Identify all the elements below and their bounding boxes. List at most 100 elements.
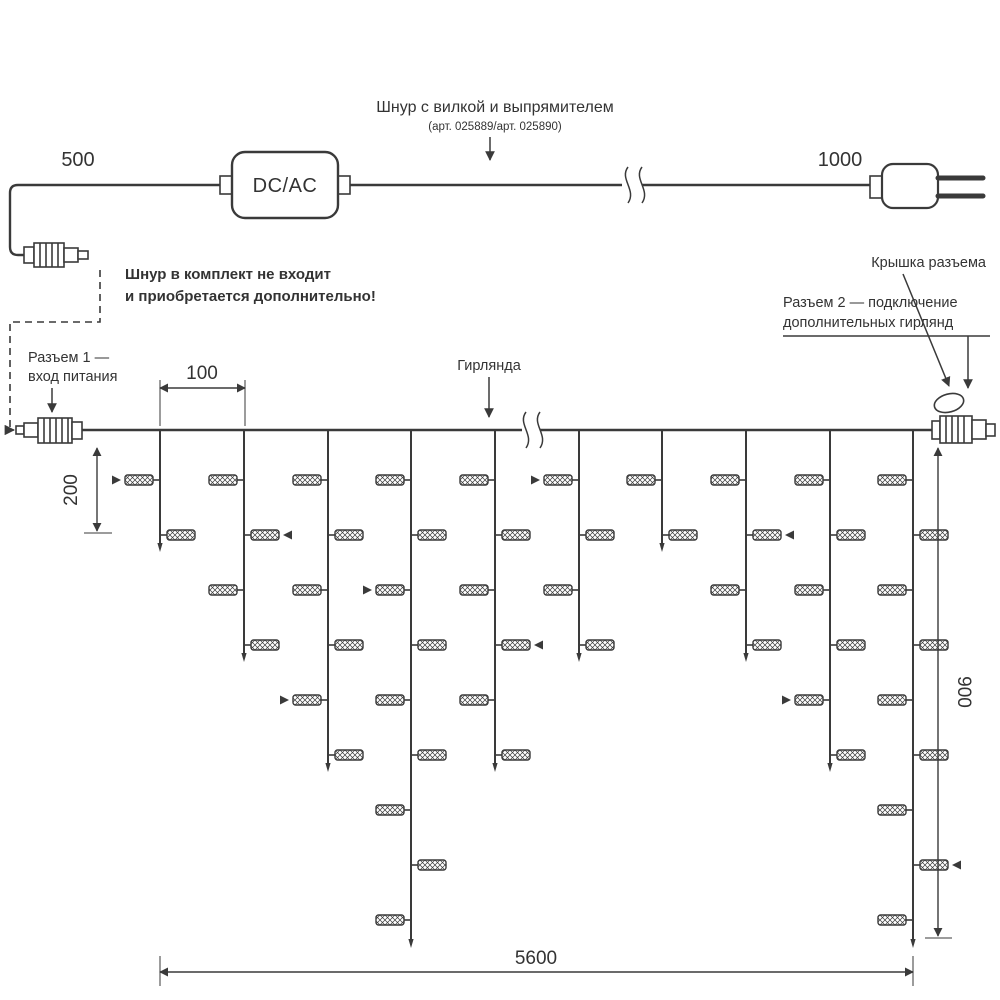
connector1-label-line1: Разъем 1 —: [28, 350, 110, 366]
lamp-icon: [626, 474, 656, 486]
lamp-icon: [334, 749, 364, 761]
flash-marker-icon: [280, 695, 289, 705]
lamp-icon: [375, 584, 405, 596]
wire-break-icon: [522, 411, 544, 449]
lamp-icon: [919, 749, 949, 761]
lamp-icon: [794, 694, 824, 706]
lamp-icon: [543, 584, 573, 596]
garland-drop: [208, 430, 292, 662]
connector1-label-line2: вход питания: [28, 369, 117, 385]
dim-200-label: 200: [61, 474, 82, 506]
cord-article: (арт. 025889/арт. 025890): [428, 121, 562, 133]
dim-1000-label: 1000: [818, 149, 863, 171]
lamp-icon: [501, 639, 531, 651]
lamp-icon: [836, 639, 866, 651]
lamp-icon: [501, 749, 531, 761]
lamp-icon: [250, 529, 280, 541]
lamp-icon: [501, 529, 531, 541]
flash-marker-icon: [785, 530, 794, 540]
garland-drop: [782, 430, 866, 772]
lamp-icon: [877, 914, 907, 926]
lamp-icon: [919, 859, 949, 871]
lamp-icon: [375, 474, 405, 486]
dim-100-label: 100: [186, 363, 218, 384]
lamp-icon: [919, 529, 949, 541]
lamp-icon: [877, 804, 907, 816]
lamp-icon: [375, 694, 405, 706]
lamp-icon: [208, 474, 238, 486]
lamp-icon: [877, 694, 907, 706]
garland-drop: [710, 430, 794, 662]
cable-break-icon: [624, 166, 646, 204]
drop-tip-icon: [157, 543, 163, 552]
lamp-icon: [877, 474, 907, 486]
lamp-icon: [585, 529, 615, 541]
dim-900-label: 900: [953, 676, 974, 708]
lamp-icon: [668, 529, 698, 541]
flash-marker-icon: [531, 475, 540, 485]
connector2-label-line2: дополнительных гирлянд: [783, 315, 954, 331]
garland-drop: [280, 430, 364, 772]
lamp-icon: [459, 694, 489, 706]
connector1-icon: [15, 417, 83, 444]
lamp-icon: [836, 749, 866, 761]
lamp-icon: [543, 474, 573, 486]
lamp-icon: [459, 584, 489, 596]
drop-tip-icon: [910, 939, 916, 948]
cap-arrow-icon: [902, 273, 951, 387]
lamp-icon: [292, 584, 322, 596]
cord-title: Шнур с вилкой и выпрямителем: [376, 99, 613, 116]
connector2-icon: [931, 392, 996, 444]
garland-drop: [459, 430, 543, 772]
dim-200: 200: [61, 447, 112, 534]
dim-500-label: 500: [61, 149, 94, 171]
lamp-icon: [710, 584, 740, 596]
lamp-icon: [375, 914, 405, 926]
plug-icon: [869, 162, 986, 210]
dim-100: 100: [159, 363, 246, 426]
drop-tip-icon: [659, 543, 665, 552]
garland-drop: [626, 430, 698, 552]
lamp-icon: [919, 639, 949, 651]
garland-drop: [363, 430, 447, 948]
lamp-icon: [794, 474, 824, 486]
lamp-icon: [417, 529, 447, 541]
drop-tip-icon: [576, 653, 582, 662]
lamp-icon: [417, 639, 447, 651]
lamp-icon: [292, 474, 322, 486]
flash-marker-icon: [534, 640, 543, 650]
drop-tip-icon: [325, 763, 331, 772]
note-line2: и приобретается дополнительно!: [125, 288, 376, 305]
dim-5600: 5600: [159, 948, 914, 986]
lamp-icon: [334, 639, 364, 651]
drop-tip-icon: [743, 653, 749, 662]
lamp-icon: [124, 474, 154, 486]
drop-tip-icon: [827, 763, 833, 772]
dcac-converter: DC/AC: [219, 150, 351, 220]
lamp-icon: [250, 639, 280, 651]
flash-marker-icon: [782, 695, 791, 705]
drop-tip-icon: [408, 939, 414, 948]
flash-marker-icon: [952, 860, 961, 870]
lamp-icon: [877, 584, 907, 596]
lamp-icon: [417, 859, 447, 871]
lamp-icon: [334, 529, 364, 541]
dim-5600-label: 5600: [515, 948, 557, 969]
power-cable-left: [8, 183, 226, 257]
lamp-icon: [375, 804, 405, 816]
lamp-icon: [292, 694, 322, 706]
garland-drop: [112, 430, 196, 552]
connector2-label-line1: Разъем 2 — подключение: [783, 295, 958, 311]
flash-marker-icon: [283, 530, 292, 540]
note-line1: Шнур в комплект не входит: [125, 266, 331, 283]
lamp-icon: [585, 639, 615, 651]
lamp-icon: [794, 584, 824, 596]
cord-connector-icon: [23, 242, 89, 268]
lamp-icon: [166, 529, 196, 541]
dcac-label: DC/AC: [253, 175, 318, 197]
lamp-icon: [752, 639, 782, 651]
garland-label: Гирлянда: [457, 358, 521, 374]
garland-drops: [112, 430, 961, 948]
flash-marker-icon: [363, 585, 372, 595]
